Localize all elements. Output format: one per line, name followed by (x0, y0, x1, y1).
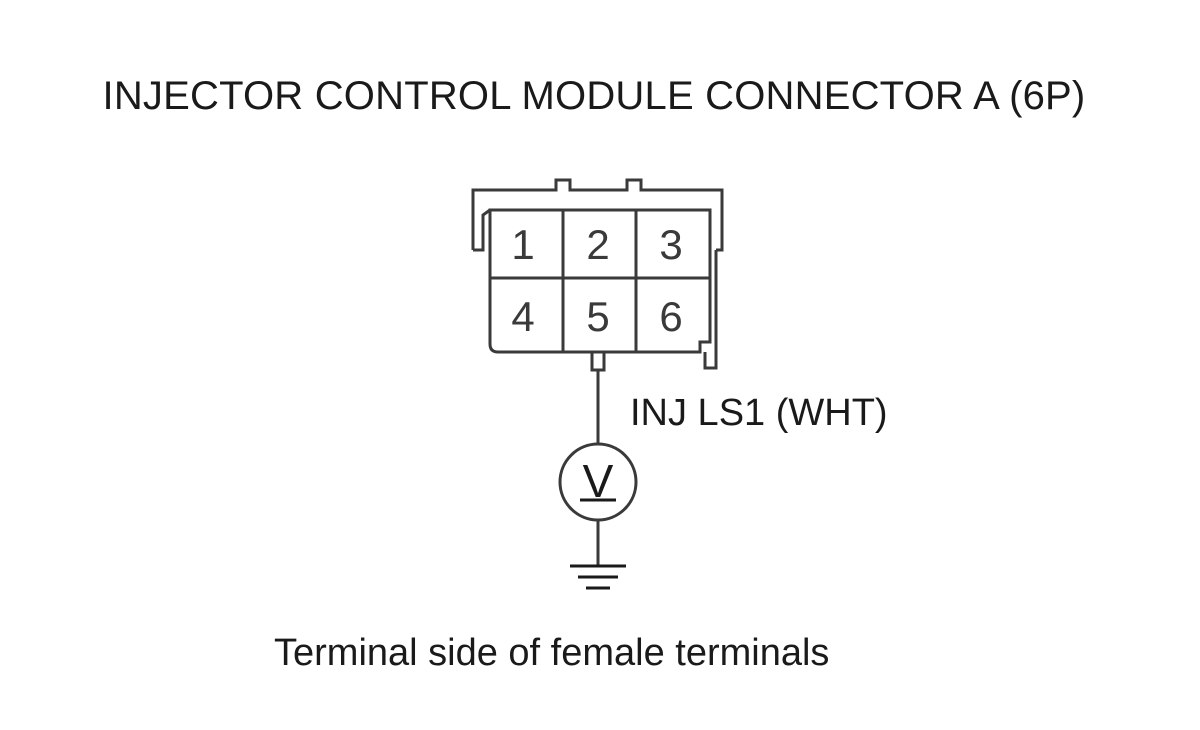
pin-2-label: 2 (586, 221, 609, 268)
pin-labels: 1 2 3 4 5 6 (511, 221, 682, 340)
connector-cavity-body (488, 208, 712, 354)
pin-3-label: 3 (659, 221, 682, 268)
pin-4-label: 4 (511, 293, 534, 340)
connector-a-6p (471, 178, 724, 372)
diagram-title: INJECTOR CONTROL MODULE CONNECTOR A (6P) (102, 74, 1086, 118)
probe-tip (590, 352, 606, 372)
voltmeter-v-glyph: V (583, 455, 614, 507)
connector-left-wall (473, 208, 491, 252)
pin-5-label: 5 (586, 293, 609, 340)
connector-housing-outline (471, 178, 724, 252)
pin-6-label: 6 (659, 293, 682, 340)
ground-icon (570, 564, 626, 590)
pin-1-label: 1 (511, 221, 534, 268)
wire-label: INJ LS1 (WHT) (630, 392, 888, 434)
diagram-caption: Terminal side of female terminals (274, 632, 830, 674)
connector-right-lock-tab (703, 250, 718, 370)
